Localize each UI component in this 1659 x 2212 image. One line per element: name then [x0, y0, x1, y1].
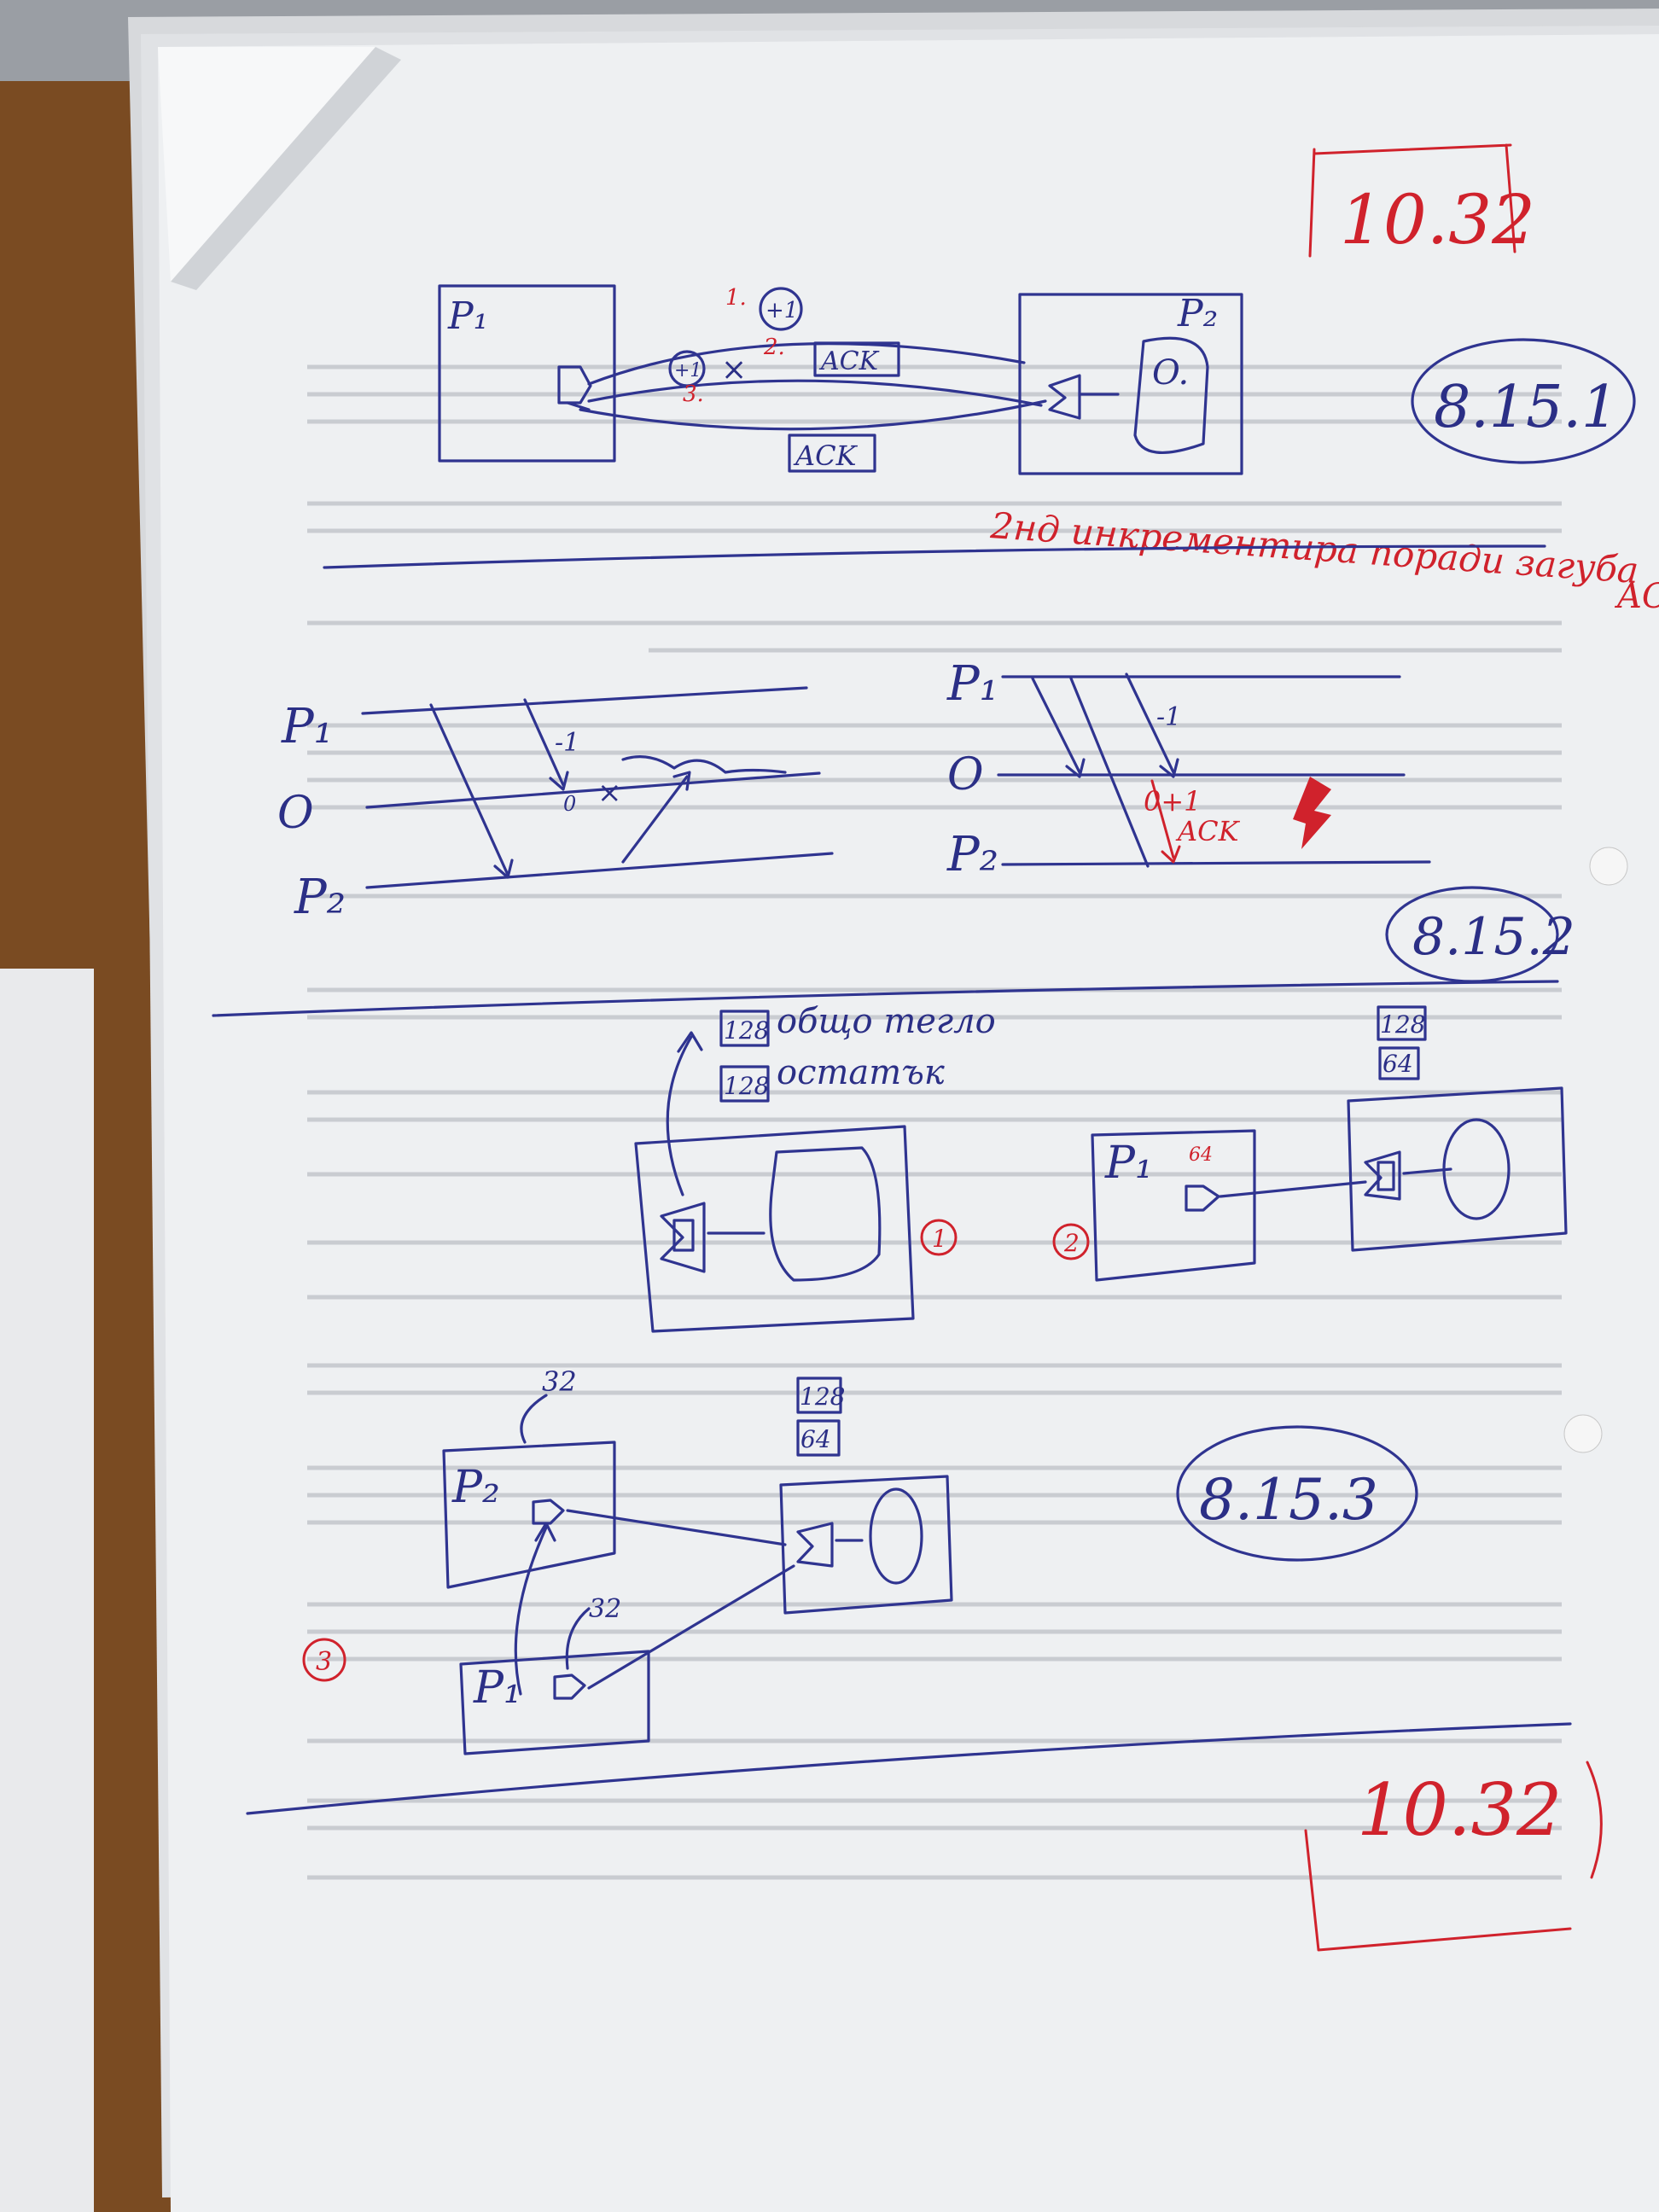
folded-corner	[158, 47, 375, 282]
s2-left-minus1: -1	[555, 728, 579, 758]
s3-section-label: 8.15.3	[1199, 1467, 1378, 1533]
s1-plus1-top: +1	[765, 298, 798, 323]
s2-left-o: O	[277, 788, 314, 839]
s3-d2-p1: P₁	[1104, 1138, 1153, 1189]
s2-left-x: ×	[597, 776, 622, 810]
s2-right-zero-plus1: 0+1	[1144, 785, 1202, 818]
s3-d3-p2: P₂	[451, 1462, 500, 1513]
s2-red-lightning	[1293, 777, 1331, 849]
s3-d2-box128: 128	[1380, 1010, 1425, 1039]
s2-right-minus1: -1	[1156, 702, 1181, 732]
folded-corner-shadow	[171, 47, 401, 290]
s3-d2-box64: 64	[1382, 1050, 1413, 1078]
left-white-sheet	[0, 969, 94, 2212]
s1-ack1: ACK	[818, 346, 880, 376]
s3-d3-32b: 32	[589, 1594, 621, 1624]
s1-p1-label: P₁	[447, 294, 488, 338]
s3-circle1: 1	[932, 1225, 947, 1253]
s2-left-p2: P₂	[294, 870, 346, 925]
punch-hole	[1589, 847, 1628, 886]
s3-box128-top: 128	[724, 1016, 769, 1045]
s3-d3-p1: P₁	[473, 1662, 521, 1714]
s1-step3: 3.	[683, 381, 704, 407]
s3-note1: общо тегло	[777, 1002, 996, 1041]
s1-step2: 2.	[763, 335, 785, 360]
bottom-time-text: 10.32	[1357, 1768, 1562, 1852]
s2-right-o: O	[947, 749, 984, 800]
s3-d3-box128: 128	[800, 1382, 845, 1411]
s1-p2-label: P₂	[1177, 292, 1218, 335]
s3-d3-32a: 32	[542, 1365, 577, 1398]
s3-note2: остатък	[777, 1053, 945, 1092]
s2-left-p1: P₁	[281, 699, 333, 754]
s3-d2-64: 64	[1189, 1144, 1213, 1166]
bottom-time-stamp: 10.32	[1304, 1761, 1603, 1952]
punch-hole	[1563, 1414, 1603, 1453]
s2-right-p1: P₁	[946, 656, 998, 712]
s1-step1: 1.	[725, 285, 747, 311]
s2-right-ack: ACK	[1175, 815, 1241, 847]
top-time-text: 10.32	[1340, 180, 1535, 259]
s3-box128-rest: 128	[724, 1072, 769, 1100]
s3-circle3: 3	[316, 1647, 332, 1677]
s3-circle2: 2	[1063, 1229, 1080, 1257]
main-page	[158, 34, 1659, 2212]
s2-left-zero: 0	[563, 792, 576, 816]
s1-red-note-tail: AC	[1614, 577, 1659, 616]
s1-x-mark: ×	[721, 352, 747, 387]
s1-o-label: O.	[1152, 353, 1189, 393]
s2-right-p2: P₂	[946, 827, 998, 882]
section2-diagram: P₁ O P₂ -1 0 × P₁ O P₂ -1 0+1 ACK 8.15.2	[212, 656, 1575, 1017]
s1-plus1-mid: +1	[674, 360, 701, 381]
s2-section-label: 8.15.2	[1412, 907, 1575, 967]
s3-d3-box64: 64	[800, 1425, 831, 1453]
top-time-stamp: 10.32	[1308, 143, 1535, 259]
s1-ack2: ACK	[793, 439, 859, 472]
s1-section-label: 8.15.1	[1434, 374, 1618, 441]
section3-diagram: 128 общо тегло 128 остатък 1 2 P₁ 64 128…	[246, 1002, 1572, 1815]
